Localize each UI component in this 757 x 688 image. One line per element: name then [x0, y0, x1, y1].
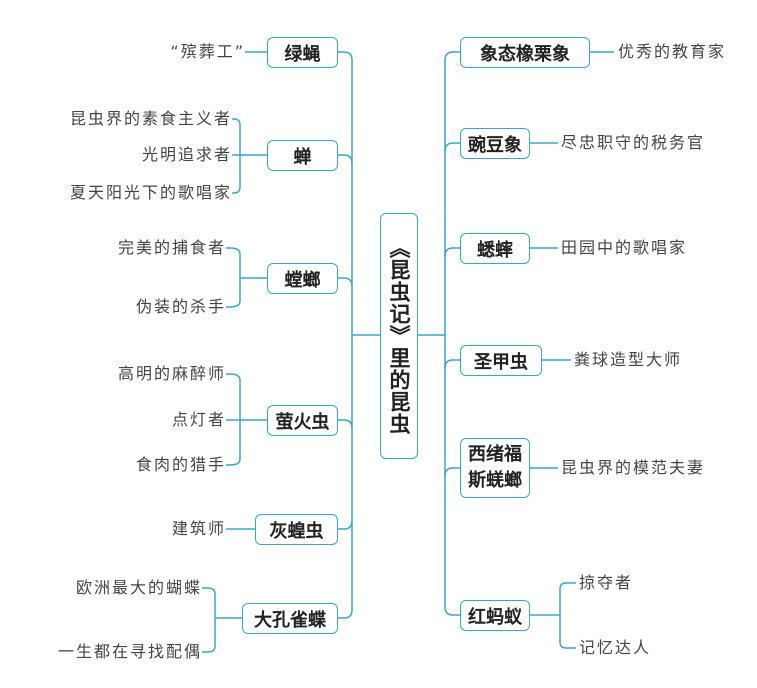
topic-cricket: 蟋蟀: [460, 233, 530, 264]
trait: 光明追求者: [141, 145, 232, 164]
topic-grey-locust: 灰蝗虫: [255, 514, 338, 545]
trait: 粪球造型大师: [574, 350, 683, 369]
trait: 高明的麻醉师: [117, 364, 226, 383]
topic-acorn-weevil: 象态橡栗象: [460, 37, 590, 68]
trait: 建筑师: [171, 519, 226, 538]
trait: 一生都在寻找配偶: [57, 642, 202, 661]
trait: “殡葬工”: [170, 42, 245, 61]
central-topic: 《昆虫记》里的昆虫: [380, 213, 418, 459]
topic-line: 斯蜣螂: [468, 470, 522, 491]
trait: 优秀的教育家: [618, 42, 727, 61]
trait: 昆虫界的模范夫妻: [561, 458, 706, 477]
trait: 夏天阳光下的歌唱家: [69, 183, 232, 202]
topic-firefly: 萤火虫: [267, 405, 338, 436]
trait: 尽忠职守的税务官: [561, 133, 706, 152]
topic-scarab: 圣甲虫: [460, 345, 542, 376]
topic-cicada: 蝉: [267, 140, 338, 171]
trait: 伪装的杀手: [135, 297, 226, 316]
trait: 点灯者: [171, 410, 226, 429]
trait: 田园中的歌唱家: [561, 238, 688, 257]
topic-red-ant: 红蚂蚁: [460, 600, 530, 631]
trait: 记忆达人: [579, 638, 652, 657]
trait: 完美的捕食者: [117, 238, 226, 257]
trait: 欧洲最大的蝴蝶: [75, 578, 202, 597]
topic-green-fly: 绿蝇: [267, 37, 338, 68]
topic-peacock-moth: 大孔雀蝶: [242, 603, 338, 634]
trait: 昆虫界的素食主义者: [69, 109, 232, 128]
trait: 掠夺者: [579, 573, 634, 592]
topic-pea-weevil: 豌豆象: [460, 128, 530, 159]
topic-line: 西绪福: [468, 444, 522, 465]
topic-mantis: 螳螂: [267, 263, 338, 294]
trait: 食肉的猎手: [135, 455, 226, 474]
topic-sisyphus-beetle: 西绪福 斯蜣螂: [460, 438, 530, 498]
